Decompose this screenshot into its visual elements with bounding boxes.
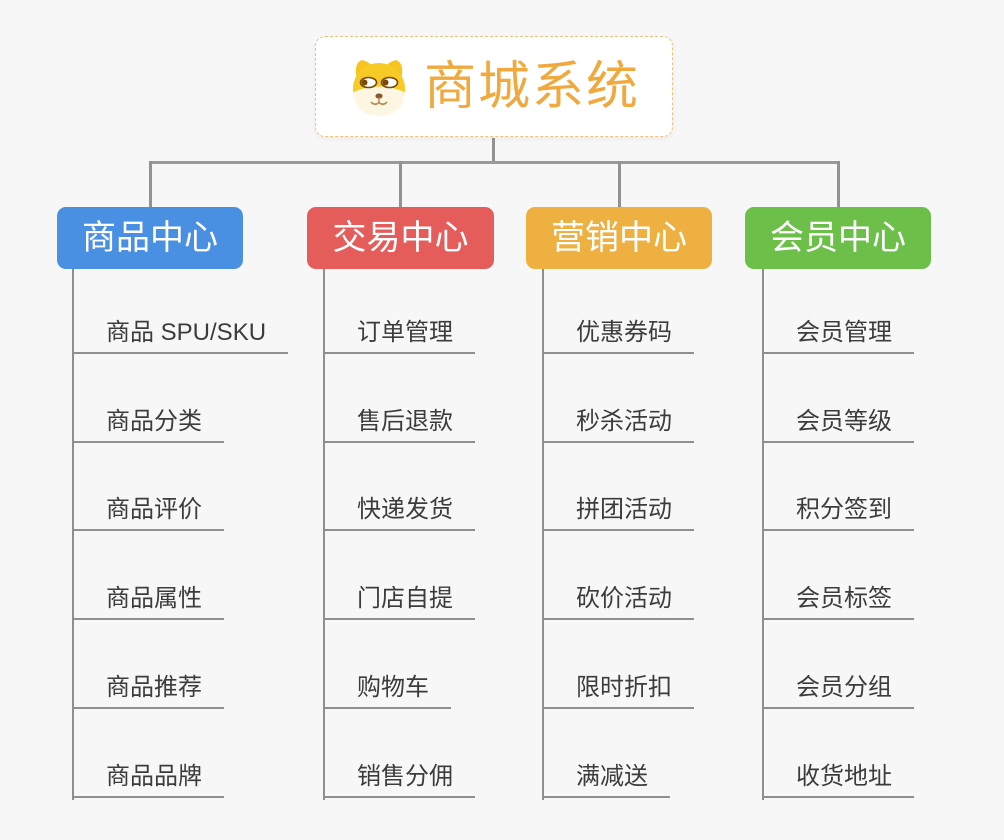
branch-drop-line	[837, 161, 840, 208]
subtopic-node[interactable]: 限时折扣	[542, 673, 694, 709]
subtopic-node[interactable]: 收货地址	[762, 762, 914, 798]
branch-node-product-center[interactable]: 商品中心	[57, 207, 243, 269]
subtopic-node[interactable]: 优惠券码	[542, 318, 694, 354]
subtopic-node[interactable]: 商品品牌	[72, 762, 224, 798]
column-connector-line	[72, 269, 74, 800]
subtopic-node[interactable]: 商品推荐	[72, 673, 224, 709]
subtopic-node[interactable]: 会员标签	[762, 584, 914, 620]
subtopic-node[interactable]: 会员分组	[762, 673, 914, 709]
branch-drop-line	[149, 161, 152, 208]
dog-icon	[352, 59, 405, 115]
subtopic-node[interactable]: 砍价活动	[542, 584, 694, 620]
branch-connector-horizontal	[149, 161, 840, 164]
subtopic-node[interactable]: 会员等级	[762, 407, 914, 443]
root-title: 商城系统	[423, 57, 640, 116]
subtopic-node[interactable]: 购物车	[323, 673, 451, 709]
branch-drop-line	[399, 161, 402, 208]
column-connector-line	[323, 269, 325, 800]
subtopic-node[interactable]: 商品属性	[72, 584, 224, 620]
subtopic-node[interactable]: 门店自提	[323, 584, 475, 620]
subtopic-node[interactable]: 售后退款	[323, 407, 475, 443]
branch-node-trade-center[interactable]: 交易中心	[307, 207, 494, 269]
subtopic-node[interactable]: 销售分佣	[323, 762, 475, 798]
subtopic-node[interactable]: 商品评价	[72, 495, 224, 531]
subtopic-node[interactable]: 满减送	[542, 762, 670, 798]
subtopic-node[interactable]: 快递发货	[323, 495, 475, 531]
subtopic-node[interactable]: 商品 SPU/SKU	[72, 318, 289, 354]
subtopic-node[interactable]: 拼团活动	[542, 495, 694, 531]
subtopic-node[interactable]: 会员管理	[762, 318, 914, 354]
root-connector-line	[492, 138, 495, 164]
subtopic-node[interactable]: 秒杀活动	[542, 407, 694, 443]
subtopic-node[interactable]: 商品分类	[72, 407, 224, 443]
column-connector-line	[762, 269, 764, 800]
root-node[interactable]: 商城系统	[315, 36, 673, 137]
branch-drop-line	[618, 161, 621, 208]
subtopic-node[interactable]: 订单管理	[323, 318, 475, 354]
column-connector-line	[542, 269, 544, 800]
branch-node-member-center[interactable]: 会员中心	[745, 207, 931, 269]
subtopic-node[interactable]: 积分签到	[762, 495, 914, 531]
branch-node-marketing-center[interactable]: 营销中心	[526, 207, 712, 269]
